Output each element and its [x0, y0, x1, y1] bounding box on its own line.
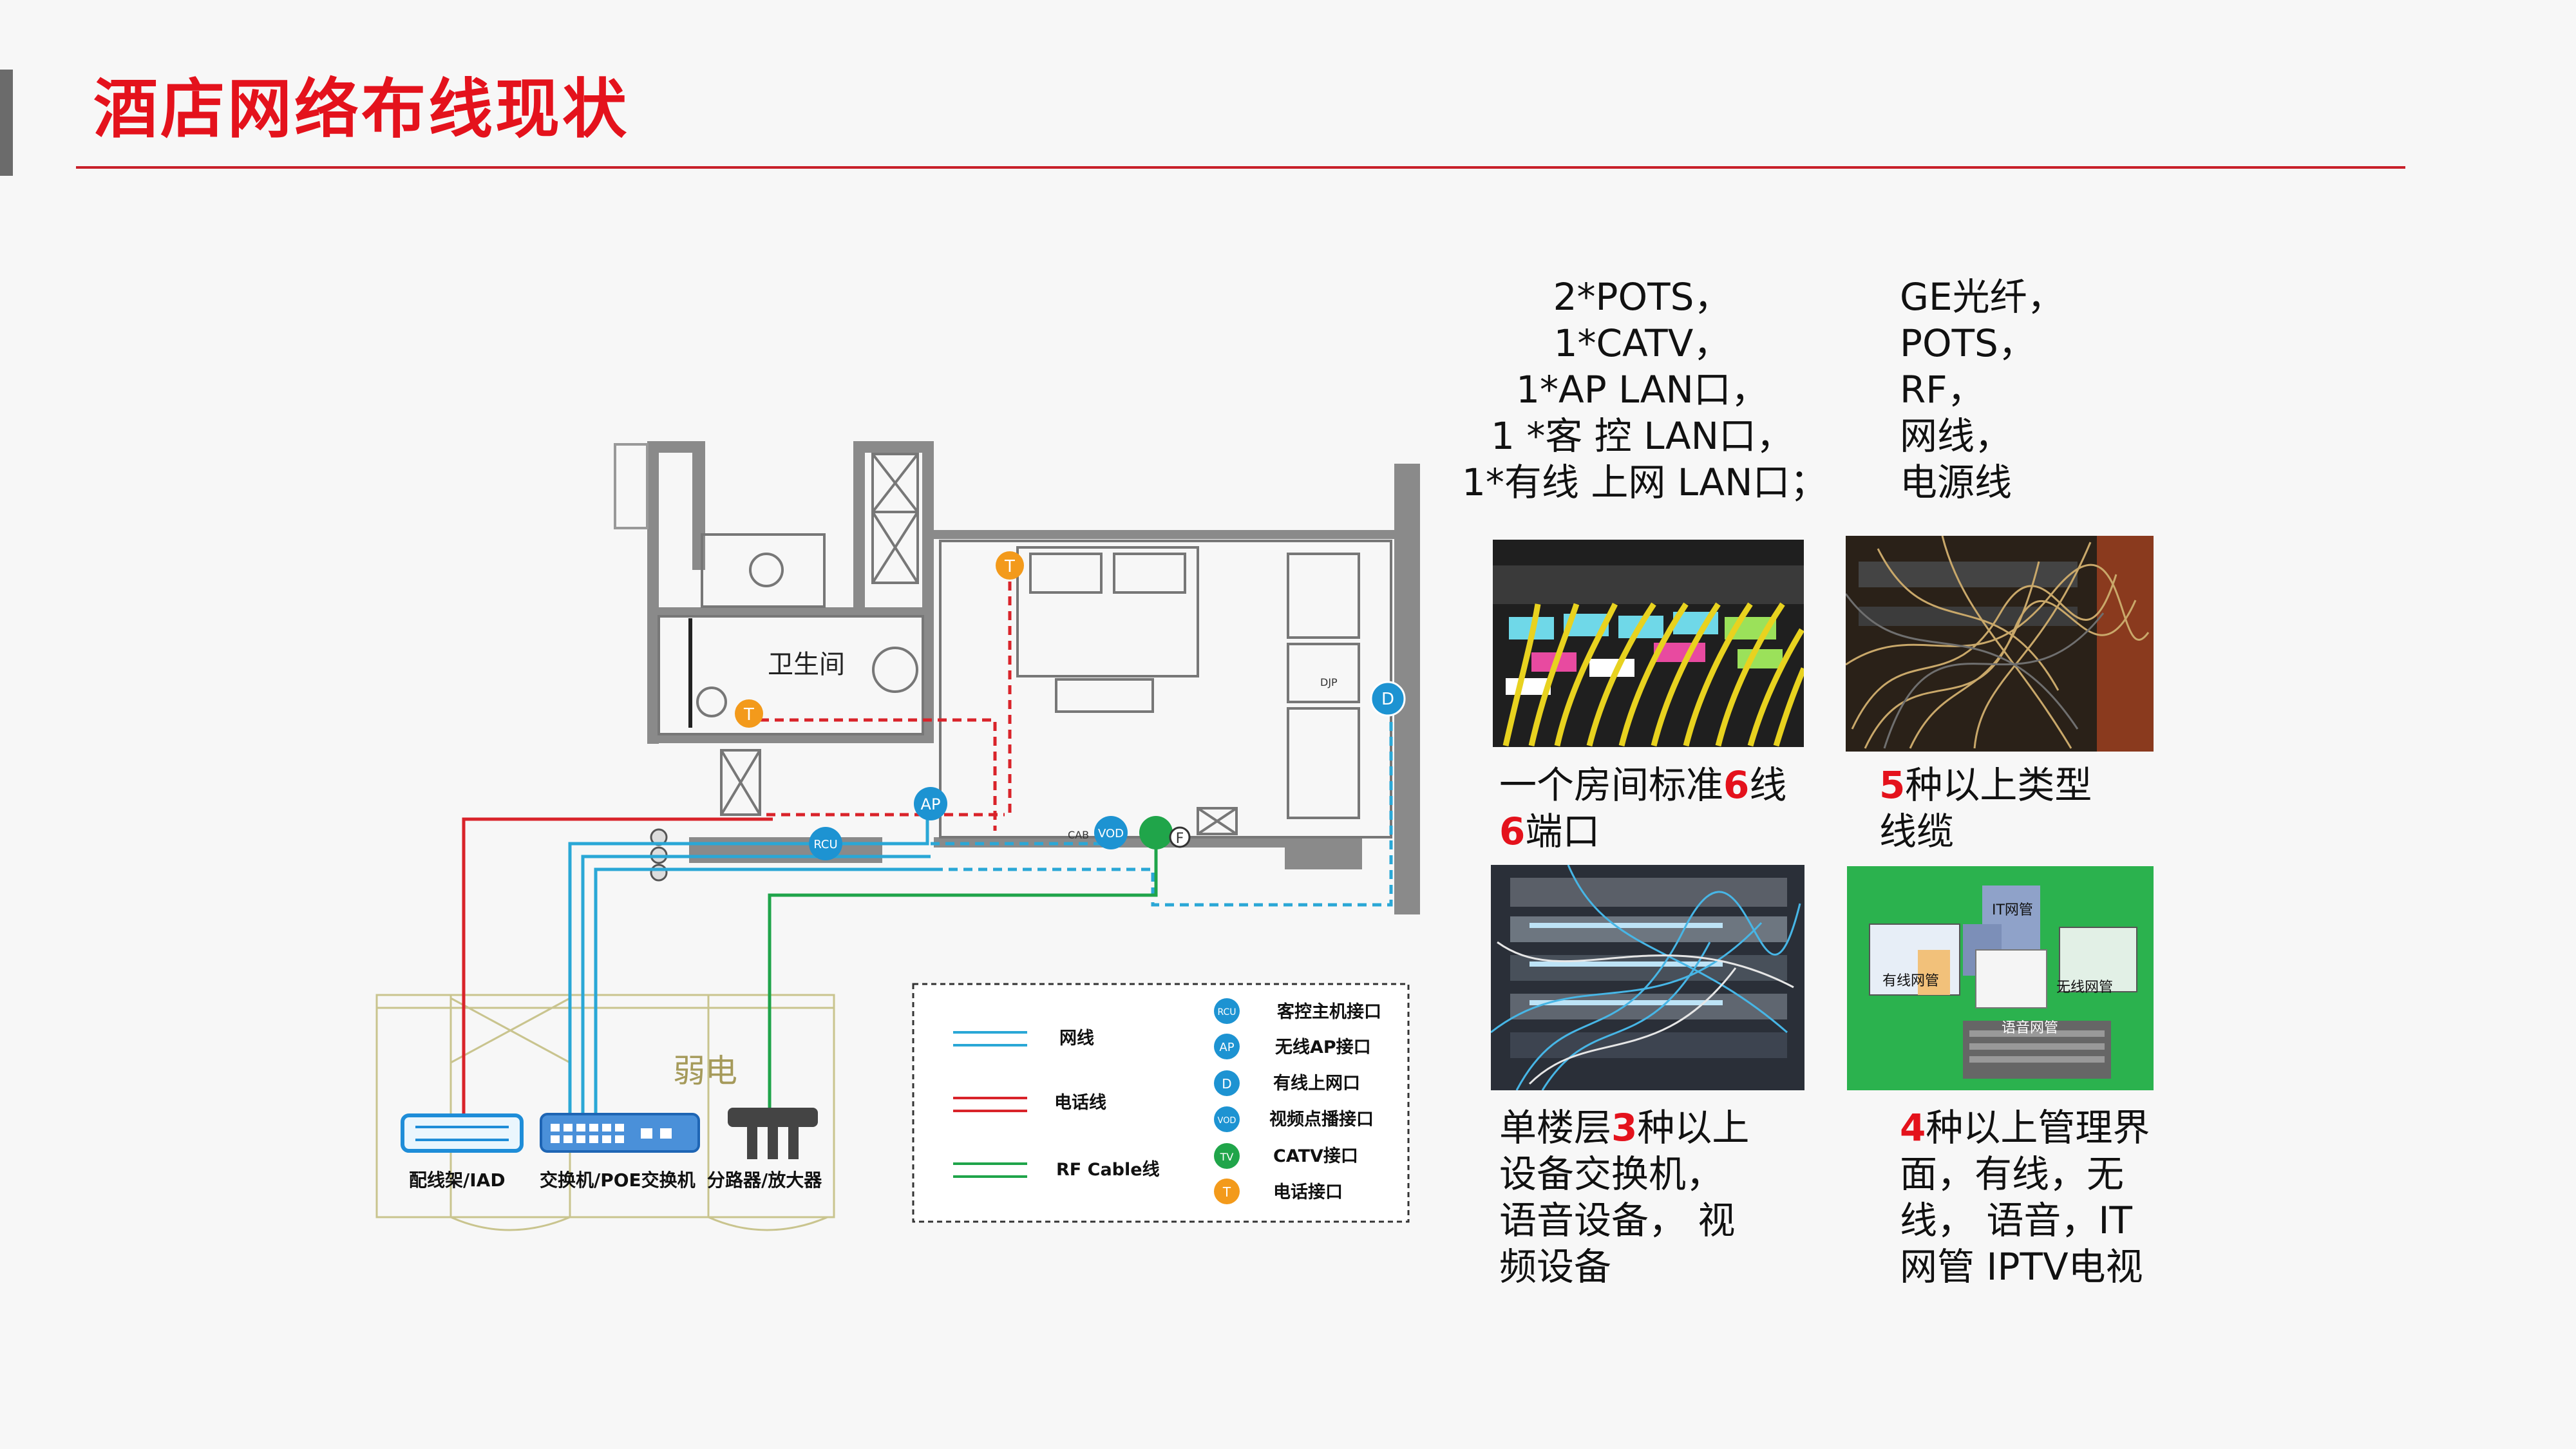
svg-text:D: D [1222, 1076, 1231, 1092]
marker-phone-top: T [996, 551, 1024, 580]
cable-line: POTS， [1900, 321, 2036, 365]
legend-box: 网线 电话线 RF Cable线 RCU 客控主机接口 AP 无线AP接口 D … [912, 983, 1410, 1223]
cable-line: RF， [1900, 368, 1985, 412]
ports-line: 1*CATV， [1553, 321, 1731, 365]
splitter-label: 分路器/放大器 [707, 1170, 822, 1191]
legend-line-network: 网线 [953, 1028, 1094, 1048]
svg-text:有线上网口: 有线上网口 [1273, 1074, 1360, 1094]
page-title: 酒店网络布线现状 [93, 71, 629, 147]
svg-text:RCU: RCU [1217, 1007, 1236, 1018]
network-cables [568, 708, 1393, 1121]
svg-text:T: T [1004, 557, 1015, 576]
patch-panel-label: 配线架/IAD [409, 1170, 506, 1191]
svg-text:RCU: RCU [813, 838, 837, 851]
bathroom-label: 卫生间 [768, 650, 845, 679]
cable-line: 网线， [1900, 414, 2012, 458]
weak-room-label: 弱电 [673, 1052, 737, 1090]
marker-vod: VOD [1094, 816, 1128, 849]
marker-wired: D [1370, 681, 1406, 717]
ports-list: 2*POTS， 1*CATV， 1*AP LAN口， 1 *客 控 LAN口， … [1462, 274, 1828, 506]
svg-text:CATV接口: CATV接口 [1273, 1146, 1358, 1166]
photo-messy-cables [1846, 536, 2154, 752]
svg-text:无线AP接口: 无线AP接口 [1275, 1037, 1371, 1057]
mgmt-it-label: IT网管 [1992, 902, 2033, 918]
phone-cable [462, 567, 1012, 1121]
svg-text:电话线: 电话线 [1054, 1093, 1106, 1113]
svg-text:F: F [1176, 831, 1184, 847]
svg-text:AP: AP [1219, 1041, 1234, 1054]
marker-phone-bath: T [735, 699, 763, 728]
photo-patch-cables [1493, 540, 1804, 747]
svg-text:D: D [1381, 690, 1394, 709]
left-accent-bar [0, 70, 13, 176]
svg-text:T: T [1222, 1184, 1231, 1200]
cable-line: GE光纤， [1900, 275, 2065, 319]
ports-line: 2*POTS， [1553, 275, 1732, 319]
svg-text:视频点播接口: 视频点播接口 [1269, 1110, 1374, 1130]
cab-label: CAB [1068, 829, 1089, 841]
ports-line: 1*有线 上网 LAN口； [1462, 460, 1828, 504]
svg-text:VOD: VOD [1218, 1116, 1236, 1126]
svg-text:网线: 网线 [1059, 1028, 1094, 1048]
room-outlines [658, 453, 1392, 838]
legend-icon-catv: TV CATV接口 [1214, 1143, 1358, 1169]
svg-text:T: T [743, 705, 754, 724]
switch-equipment: 交换机/POE交换机 [540, 1113, 700, 1191]
marker-f: F [1169, 826, 1191, 848]
legend-line-rf: RF Cable线 [953, 1160, 1160, 1180]
svg-text:AP: AP [921, 795, 941, 813]
djp-label: DJP [1320, 676, 1338, 688]
marker-catv [1139, 816, 1173, 849]
svg-text:RF Cable线: RF Cable线 [1056, 1160, 1160, 1180]
marker-ap: AP [914, 787, 947, 820]
photo-switch-rack [1491, 865, 1804, 1090]
marker-rcu: RCU [809, 827, 842, 860]
caption-management: 4种以上管理界 面，有线，无 线， 语音，IT 网管 IPTV电视 [1900, 1106, 2150, 1289]
walls [647, 441, 1420, 914]
mgmt-wireless-label: 无线网管 [2056, 980, 2113, 996]
photo-management-ui: IT网管 有线网管 无线网管 语音网管 [1847, 866, 2154, 1090]
svg-text:客控主机接口: 客控主机接口 [1277, 1001, 1381, 1022]
legend-line-phone: 电话线 [953, 1093, 1106, 1113]
floor-plan-diagram: 弱电 卫生间 配线架/IAD [375, 441, 1420, 1231]
svg-text:VOD: VOD [1098, 827, 1124, 840]
legend-icon-wired: D 有线上网口 [1214, 1070, 1360, 1096]
caption-standard-ports: 一个房间标准6线 6端口 [1499, 763, 1787, 853]
mgmt-voice-label: 语音网管 [2002, 1020, 2058, 1036]
svg-text:电话接口: 电话接口 [1273, 1182, 1343, 1202]
switch-label: 交换机/POE交换机 [540, 1170, 696, 1191]
legend-icon-vod: VOD 视频点播接口 [1214, 1106, 1374, 1132]
caption-cable-types: 5种以上类型 线缆 [1879, 763, 2092, 853]
splitter-equipment: 分路器/放大器 [707, 1108, 822, 1191]
caption-floor-equipment: 单楼层3种以上 设备交换机， 语音设备， 视 频设备 [1499, 1106, 1750, 1289]
mgmt-wired-label: 有线网管 [1882, 973, 1939, 989]
legend-icon-rcu: RCU 客控主机接口 [1214, 998, 1381, 1024]
rf-cable [768, 837, 1158, 1121]
title-divider [76, 166, 2405, 169]
svg-text:TV: TV [1220, 1151, 1234, 1163]
cable-line: 电源线 [1900, 460, 2012, 504]
ports-line: 1*AP LAN口， [1516, 368, 1768, 412]
ports-line: 1 *客 控 LAN口， [1491, 414, 1794, 458]
legend-icon-phone: T 电话接口 [1214, 1179, 1343, 1204]
patch-panel-equipment: 配线架/IAD [401, 1113, 524, 1191]
cable-types-list: GE光纤， POTS， RF， 网线， 电源线 [1900, 274, 2065, 506]
legend-icon-ap: AP 无线AP接口 [1214, 1034, 1371, 1059]
